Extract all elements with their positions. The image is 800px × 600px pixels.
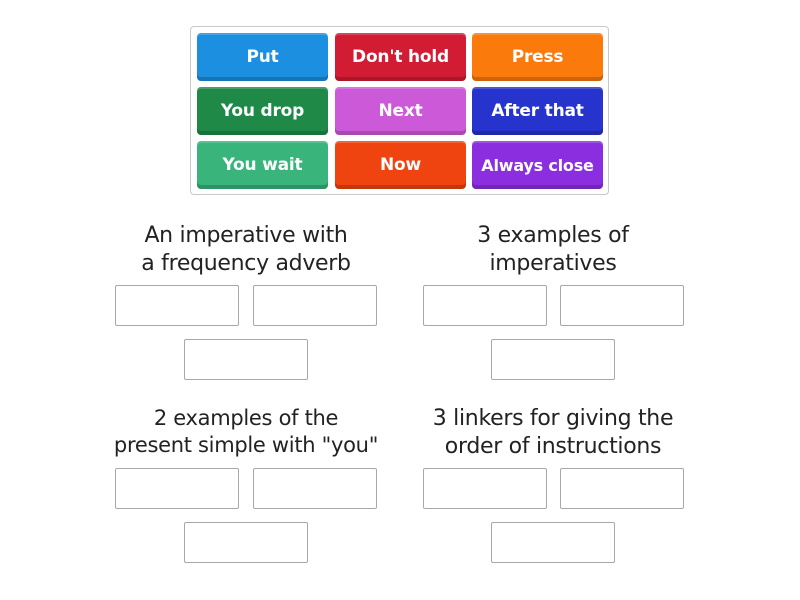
drop-slot[interactable]	[491, 339, 615, 380]
drop-slot[interactable]	[423, 285, 547, 326]
group-title: 3 linkers for giving the order of instru…	[403, 405, 703, 461]
group-title-line: a frequency adverb	[141, 251, 351, 276]
group-title-line: 2 examples of the	[153, 406, 339, 430]
group-title-line: order of instructions	[444, 434, 662, 459]
word-bank: Put Don't hold Press You drop Next After…	[190, 26, 609, 195]
group-title-line: 3 linkers for giving the	[432, 406, 674, 431]
drop-slot[interactable]	[253, 285, 377, 326]
tile-now[interactable]: Now	[335, 141, 466, 189]
group-title-line: 3 examples of	[477, 223, 629, 248]
group-title: 2 examples of the present simple with "y…	[96, 405, 396, 459]
drop-slot[interactable]	[115, 468, 239, 509]
tile-next[interactable]: Next	[335, 87, 466, 135]
group-title-line: present simple with "you"	[113, 433, 379, 457]
drop-slot[interactable]	[184, 522, 308, 563]
tile-put[interactable]: Put	[197, 33, 328, 81]
tile-you-wait[interactable]: You wait	[197, 141, 328, 189]
tile-you-drop[interactable]: You drop	[197, 87, 328, 135]
drop-slot[interactable]	[253, 468, 377, 509]
drop-slot[interactable]	[491, 522, 615, 563]
group-title-line: An imperative with	[144, 223, 348, 248]
tile-press[interactable]: Press	[472, 33, 603, 81]
group-title-line: imperatives	[489, 251, 617, 276]
drop-slot[interactable]	[560, 468, 684, 509]
tile-dont-hold[interactable]: Don't hold	[335, 33, 466, 81]
drop-slot[interactable]	[423, 468, 547, 509]
group-title: An imperative with a frequency adverb	[96, 222, 396, 278]
tile-after-that[interactable]: After that	[472, 87, 603, 135]
group-title: 3 examples of imperatives	[403, 222, 703, 278]
tile-always-close[interactable]: Always close	[472, 141, 603, 189]
drop-slot[interactable]	[115, 285, 239, 326]
drop-slot[interactable]	[560, 285, 684, 326]
drop-slot[interactable]	[184, 339, 308, 380]
